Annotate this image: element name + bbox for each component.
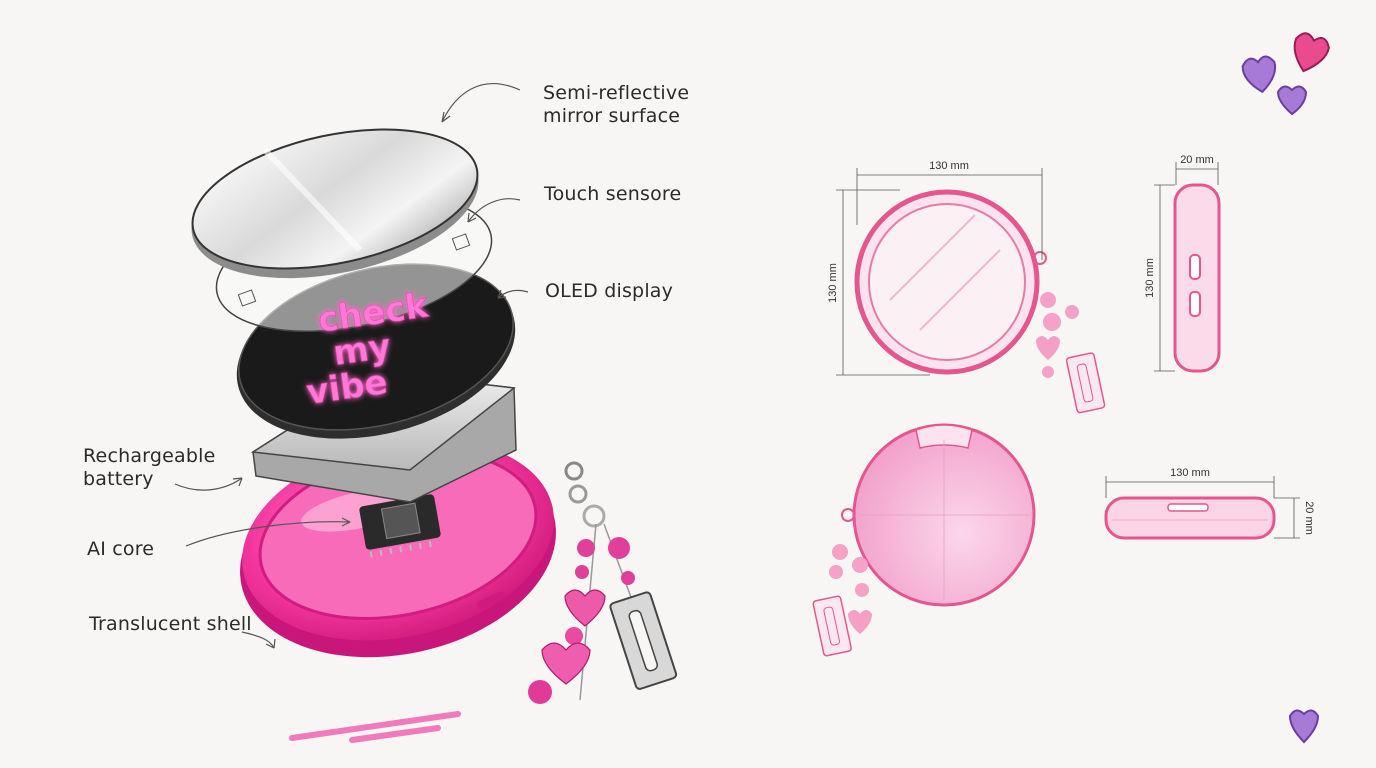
label-battery: Rechargeable battery <box>83 445 215 491</box>
mirror-layer <box>191 128 479 279</box>
label-mirror-line2: mirror surface <box>543 105 681 127</box>
top-view <box>1104 476 1300 540</box>
label-touch-sensor: Touch sensore <box>544 183 682 205</box>
label-battery-line1: Rechargeable <box>83 445 216 467</box>
heart-doodles <box>1241 32 1330 744</box>
label-oled: OLED display <box>545 280 674 302</box>
keychain-charm <box>528 461 678 704</box>
label-mirror-line1: Semi-reflective <box>543 82 690 104</box>
label-ai-core: AI core <box>87 538 155 560</box>
label-battery-line2: battery <box>83 468 154 490</box>
label-shell: Translucent shell <box>89 613 252 635</box>
pink-scribble <box>289 711 461 743</box>
ai-core-chip <box>359 494 441 558</box>
translucent-shell <box>240 439 556 658</box>
annotation-arrows <box>174 83 529 649</box>
front-view <box>836 168 1106 414</box>
side-view <box>1154 162 1221 373</box>
back-view <box>812 423 1036 657</box>
label-mirror: Semi-reflective mirror surface <box>543 82 689 128</box>
